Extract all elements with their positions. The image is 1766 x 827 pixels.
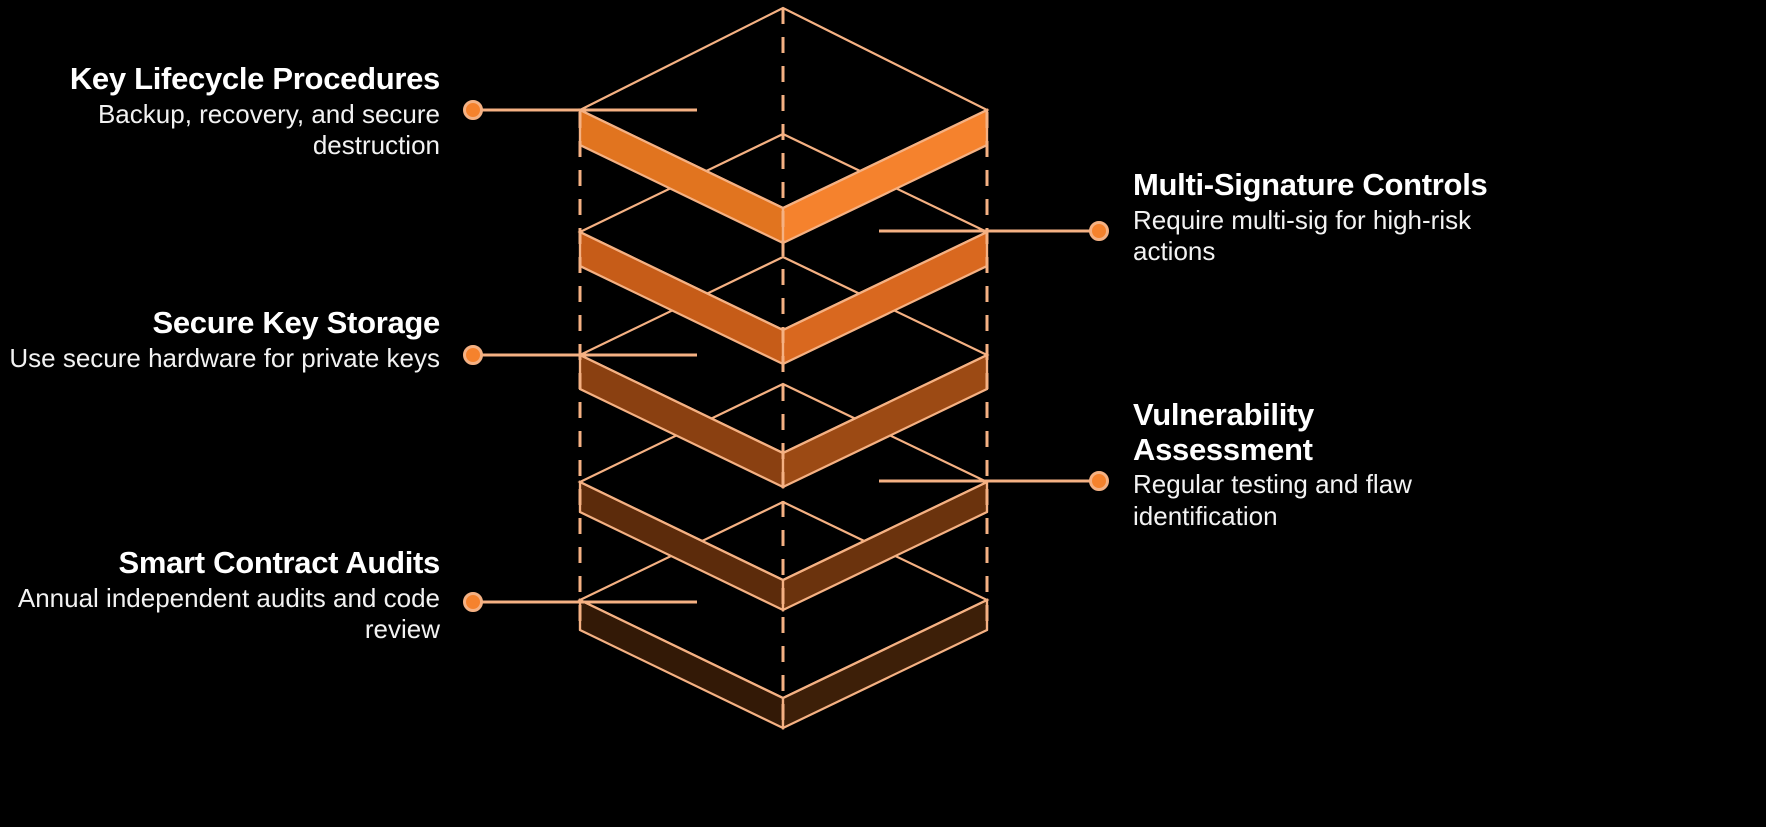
callout-secure-key-storage[interactable]: Secure Key Storage Use secure hardware f… <box>0 305 440 374</box>
layer-2-left-face <box>578 230 785 366</box>
callout-smart-contract-audits[interactable]: Smart Contract Audits Annual independent… <box>0 545 440 646</box>
layer-1-right-face <box>781 108 989 245</box>
callout-description-multi-signature-controls: Require multi-sig for high-risk actions <box>1133 204 1472 267</box>
layer-5-right-face <box>781 598 989 730</box>
leader-multi-sig <box>879 221 1109 241</box>
leader-vulnerability <box>879 471 1109 491</box>
layer-5-left-face <box>578 598 785 730</box>
callout-key-lifecycle[interactable]: Key Lifecycle Procedures Backup, recover… <box>0 61 440 162</box>
callout-description-vulnerability-assessment: Regular testing and flaw identification <box>1133 469 1412 532</box>
leader-dot-smart-contract[interactable] <box>463 592 483 612</box>
callout-title-multi-signature-controls: Multi-Signature Controls <box>1133 167 1488 202</box>
callout-multi-signature-controls[interactable]: Multi-Signature Controls Require multi-s… <box>1133 167 1766 268</box>
leader-dot-key-lifecycle[interactable] <box>463 100 483 120</box>
leader-dot-vulnerability[interactable] <box>1089 471 1109 491</box>
callout-title-secure-key-storage: Secure Key Storage <box>152 305 440 340</box>
callout-title-vulnerability-assessment: Vulnerability Assessment <box>1133 397 1314 467</box>
callout-description-secure-key-storage: Use secure hardware for private keys <box>9 342 440 373</box>
callout-title-smart-contract-audits: Smart Contract Audits <box>118 545 440 580</box>
layer-4-right-face <box>781 480 989 612</box>
callout-description-key-lifecycle: Backup, recovery, and secure destruction <box>97 98 440 161</box>
leader-smart-contract <box>463 592 697 612</box>
callout-vulnerability-assessment[interactable]: Vulnerability Assessment Regular testing… <box>1133 397 1553 533</box>
leader-dot-multi-sig[interactable] <box>1089 221 1109 241</box>
callout-title-key-lifecycle: Key Lifecycle Procedures <box>69 61 440 96</box>
leader-secure-storage <box>463 345 697 365</box>
layer-4-left-face <box>578 480 785 612</box>
leader-key-lifecycle <box>463 100 697 120</box>
leader-dot-secure-storage[interactable] <box>463 345 483 365</box>
layer-1-left-face <box>578 108 785 245</box>
callout-description-smart-contract-audits: Annual independent audits and code revie… <box>17 582 440 645</box>
layer-2-right-face <box>781 230 989 366</box>
